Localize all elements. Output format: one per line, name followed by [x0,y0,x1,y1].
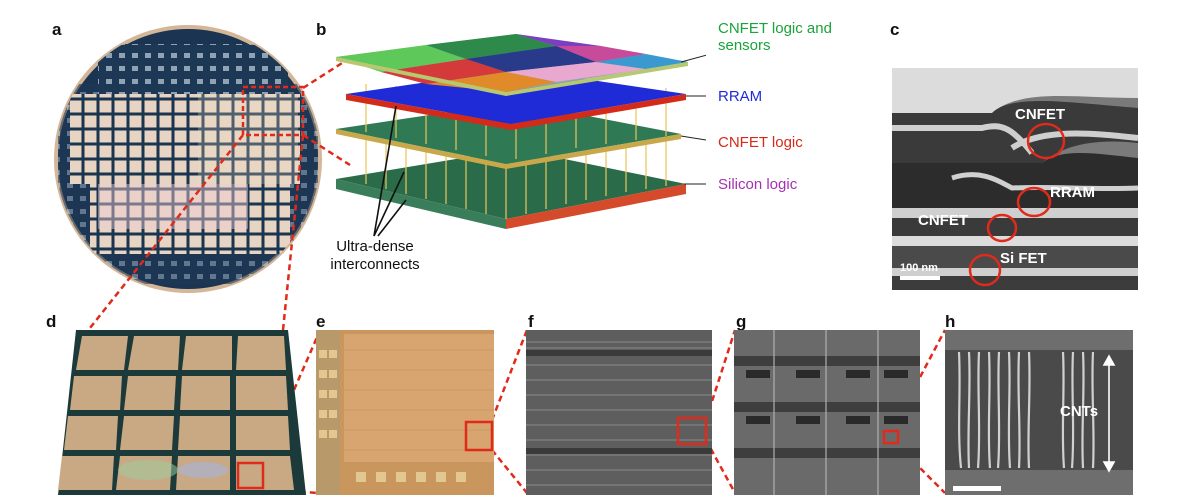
panel-label-g: g [736,312,747,331]
label-silicon-logic: Silicon logic [718,176,798,193]
wafer-image [54,25,322,293]
panel-label-d: d [46,312,57,331]
cnt-sem-image [945,330,1133,495]
label-interconnects-line2: interconnects [330,256,420,273]
panel-label-a: a [52,20,62,39]
label-cnfet-logic: CNFET logic [718,134,803,151]
cnfet-logic-layer [336,102,681,164]
label-rram: RRAM [718,88,763,105]
label-top-layer: CNFET logic and sensors [718,20,832,54]
tem-cross-section-image [892,68,1138,290]
sem-image-f [526,330,712,495]
tem-label-cnfet-top: CNFET [1015,106,1065,123]
sem-image-g [734,330,920,495]
tem-label-cnfet-lower: CNFET [918,212,968,229]
label-interconnects: Ultra-dense interconnects [330,238,420,274]
die-array-image [58,330,306,495]
optical-micrograph-image [316,330,494,495]
panel-label-f: f [528,312,534,331]
tem-label-si-fet: Si FET [1000,250,1047,267]
tem-label-rram: RRAM [1050,184,1095,201]
panel-label-c: c [890,20,900,39]
silicon-layer [336,149,686,219]
panel-label-h: h [945,312,956,331]
cnt-label: CNTs [1060,403,1099,420]
label-interconnects-line1: Ultra-dense [336,238,414,255]
3d-stack-illustration [336,34,706,237]
tem-scale-bar-label: 100 nm [900,262,938,274]
panel-label-b: b [316,20,327,39]
panel-label-e: e [316,312,326,331]
